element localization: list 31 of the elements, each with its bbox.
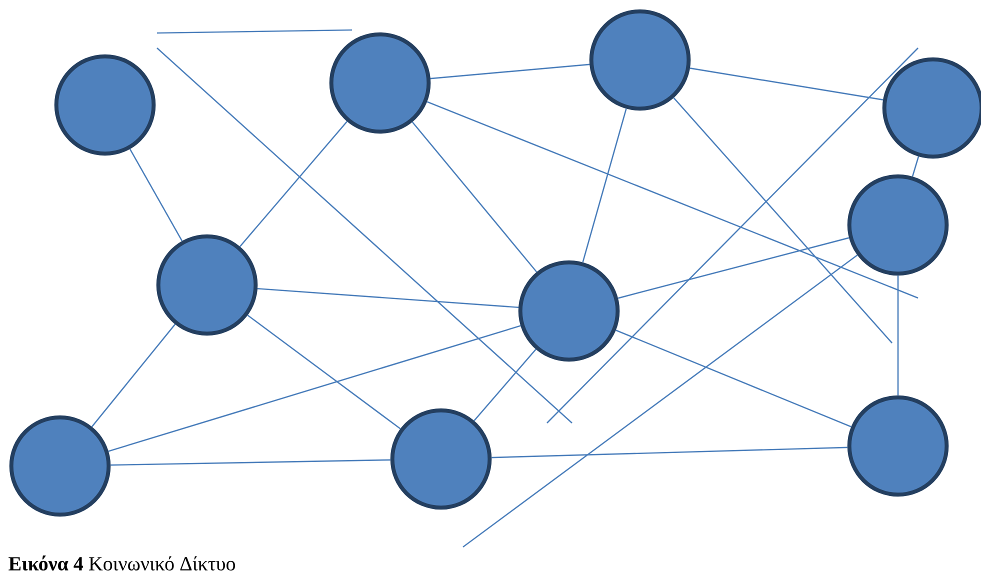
connector-line — [258, 288, 519, 308]
network-node — [329, 32, 431, 134]
connector-line — [247, 314, 401, 430]
connector-line — [412, 122, 538, 272]
connector-line — [616, 330, 852, 428]
connector-line — [690, 68, 884, 100]
network-node — [390, 408, 492, 510]
connector-line — [582, 108, 627, 262]
network-node — [589, 9, 691, 111]
connector-line — [618, 237, 850, 299]
figure-caption: Εικόνα 4 Κοινωνικό Δίκτυο — [8, 555, 236, 571]
connector-line — [462, 254, 858, 548]
network-node — [156, 234, 258, 336]
connector-line — [129, 148, 183, 242]
connector-line — [110, 459, 390, 466]
connector-line — [91, 324, 176, 428]
connector-line — [239, 121, 348, 247]
network-node — [847, 395, 949, 497]
network-node — [9, 415, 111, 517]
network-node — [518, 260, 620, 362]
connector-line — [426, 101, 918, 299]
connector-line — [897, 276, 899, 396]
connector-line — [108, 325, 521, 452]
network-node — [882, 57, 981, 159]
connector-line — [673, 97, 892, 344]
connector-line — [474, 348, 536, 422]
connector-line — [912, 156, 920, 177]
network-node — [54, 54, 156, 156]
connector-line — [492, 446, 848, 458]
connector-line — [430, 64, 590, 80]
network-node — [847, 174, 949, 276]
